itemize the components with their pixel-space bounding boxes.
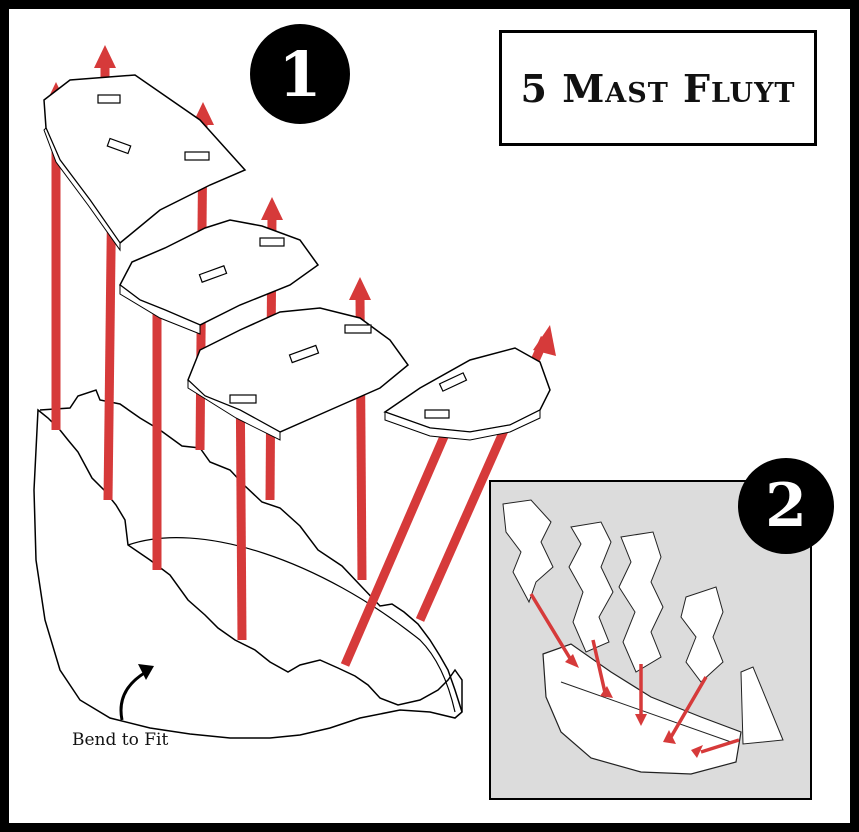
assembled-ship-inset	[489, 480, 812, 800]
deck-piece-1	[43, 74, 247, 245]
assembled-ship-drawing	[502, 499, 784, 775]
curved-arrow-icon	[119, 670, 147, 721]
curved-arrow-head	[138, 664, 154, 680]
title-box: 5 Mast Fluyt	[499, 30, 817, 146]
hull-deck-curve	[127, 537, 456, 713]
step-badge-2: 2	[738, 458, 834, 554]
hull-piece	[33, 408, 463, 739]
bend-to-fit-label: Bend to Fit	[72, 730, 169, 750]
step-badge-1: 1	[250, 24, 350, 124]
deck-piece-3	[187, 307, 410, 433]
page-title: 5 Mast Fluyt	[520, 65, 796, 111]
